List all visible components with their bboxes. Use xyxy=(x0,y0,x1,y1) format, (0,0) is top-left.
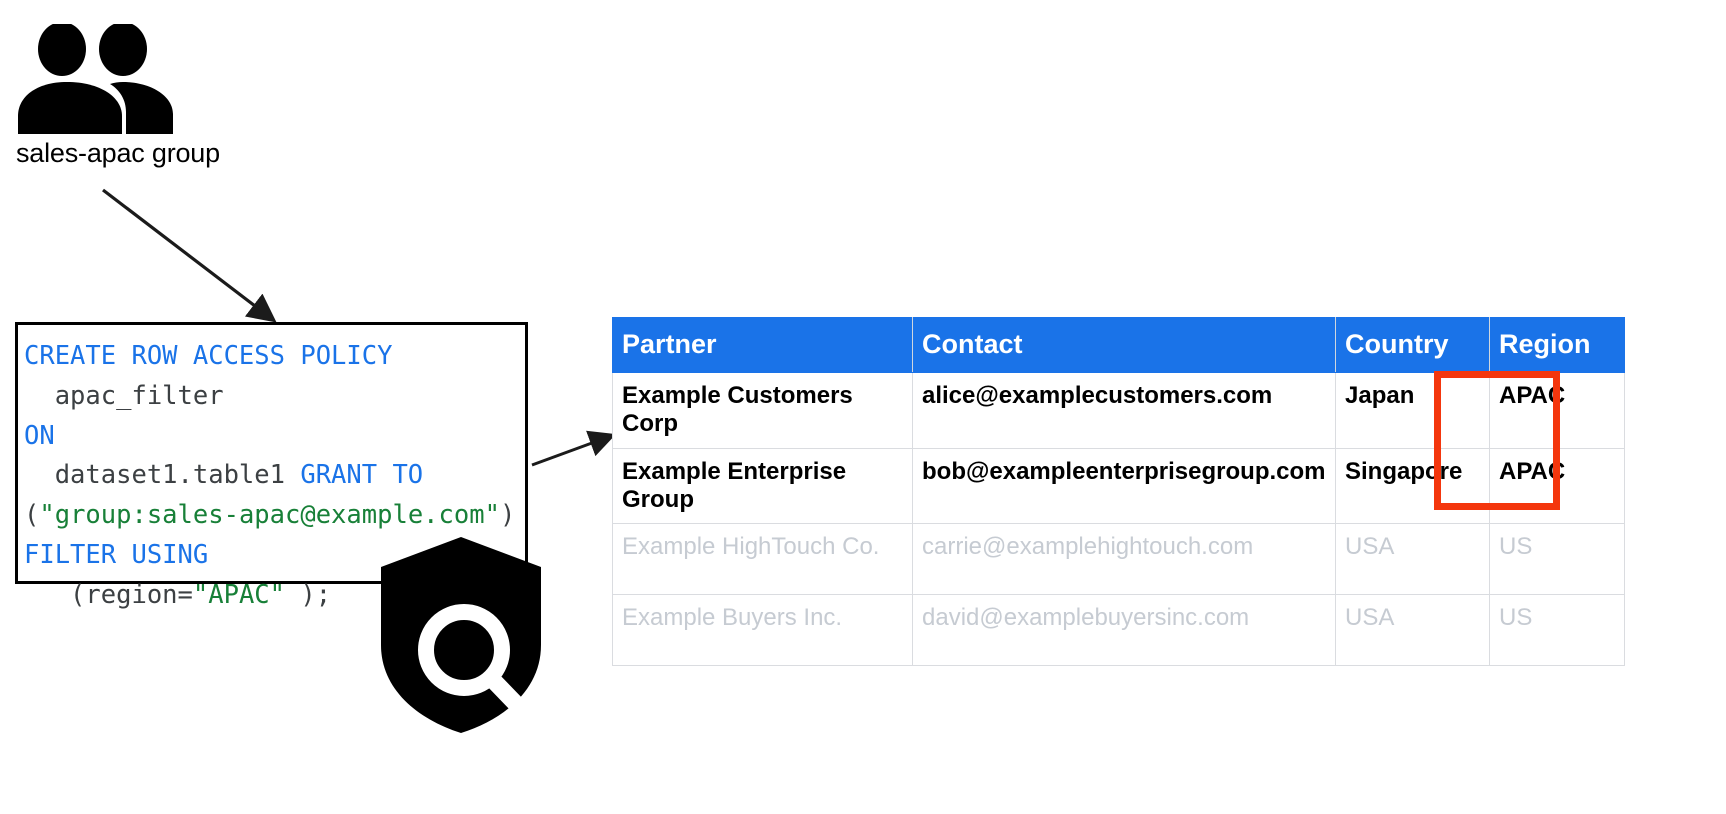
cell-country: Japan xyxy=(1335,372,1490,449)
people-group-icon xyxy=(18,22,188,134)
column-header-contact: Contact xyxy=(912,317,1336,373)
column-header-region: Region xyxy=(1489,317,1625,373)
group-label: sales-apac group xyxy=(16,138,220,168)
table-row: Example Enterprise Group bob@exampleente… xyxy=(612,447,1625,525)
column-header-partner: Partner xyxy=(612,317,913,373)
policy-sql-code: CREATE ROW ACCESS POLICY apac_filter ON … xyxy=(24,341,516,610)
table-row: Example Customers Corp alice@examplecust… xyxy=(612,372,1625,449)
cell-partner: Example HighTouch Co. xyxy=(612,523,913,596)
cell-country: USA xyxy=(1335,594,1490,667)
partner-region-table: Partner Contact Country Region Example C… xyxy=(612,317,1625,667)
cell-region: US xyxy=(1489,523,1625,596)
row-access-policy-code-box: CREATE ROW ACCESS POLICY apac_filter ON … xyxy=(15,322,528,610)
arrow-policy-to-table xyxy=(531,430,617,467)
cell-country: Singapore xyxy=(1335,447,1490,525)
table-row: Example HighTouch Co. carrie@examplehigh… xyxy=(612,523,1625,596)
cell-contact: david@examplebuyersinc.com xyxy=(912,594,1336,667)
cell-country: USA xyxy=(1335,523,1490,596)
cell-partner: Example Buyers Inc. xyxy=(612,594,913,667)
column-header-country: Country xyxy=(1335,317,1490,373)
cell-region: APAC xyxy=(1489,447,1625,525)
shield-search-icon xyxy=(381,537,541,733)
cell-region: US xyxy=(1489,594,1625,667)
cell-partner: Example Customers Corp xyxy=(612,372,913,449)
table-header-row: Partner Contact Country Region xyxy=(612,317,1625,373)
cell-contact: carrie@examplehightouch.com xyxy=(912,523,1336,596)
table-row: Example Buyers Inc. david@examplebuyersi… xyxy=(612,594,1625,667)
cell-contact: alice@examplecustomers.com xyxy=(912,372,1336,449)
cell-contact: bob@exampleenterprisegroup.com xyxy=(912,447,1336,525)
cell-partner: Example Enterprise Group xyxy=(612,447,913,525)
arrow-group-to-policy xyxy=(102,188,277,323)
cell-region: APAC xyxy=(1489,372,1625,449)
